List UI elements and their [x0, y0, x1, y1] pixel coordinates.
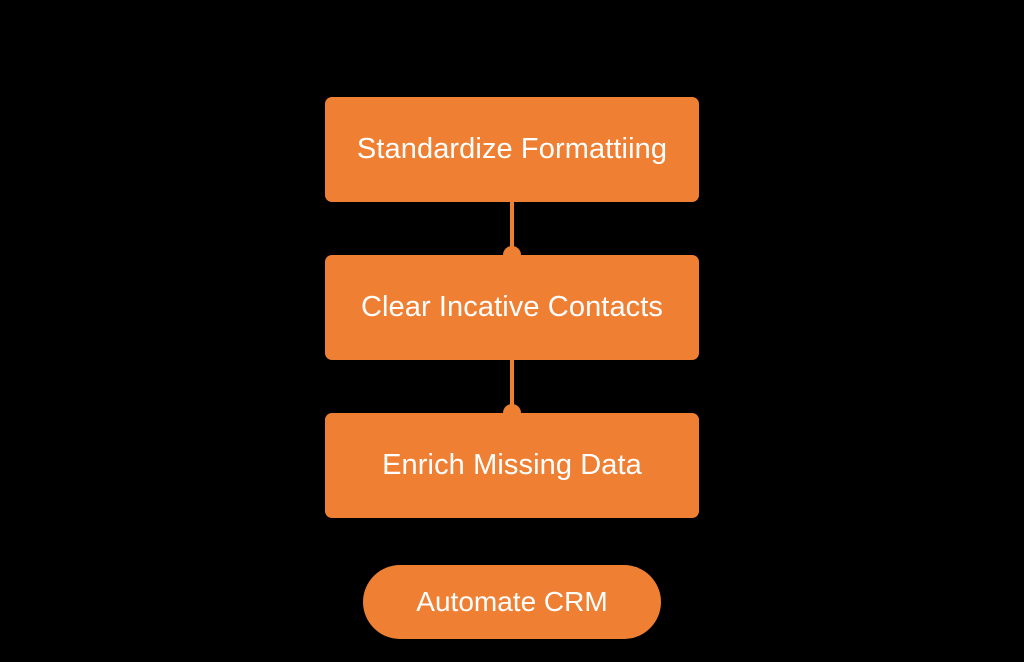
step-box-standardize-formatting: Standardize Formattiing [325, 97, 699, 202]
step-label: Standardize Formattiing [356, 133, 668, 165]
goal-label: Automate CRM [416, 586, 608, 617]
step-box-clear-inactive-contacts: Clear Incative Contacts [325, 255, 699, 360]
step-box-enrich-missing-data: Enrich Missing Data [325, 413, 699, 518]
step-label: Clear Incative Contacts [360, 291, 664, 323]
step-label: Enrich Missing Data [382, 449, 642, 481]
goal-pill-automate-crm: Automate CRM [363, 565, 661, 639]
connector-line [510, 202, 514, 255]
connector-line [510, 360, 514, 413]
